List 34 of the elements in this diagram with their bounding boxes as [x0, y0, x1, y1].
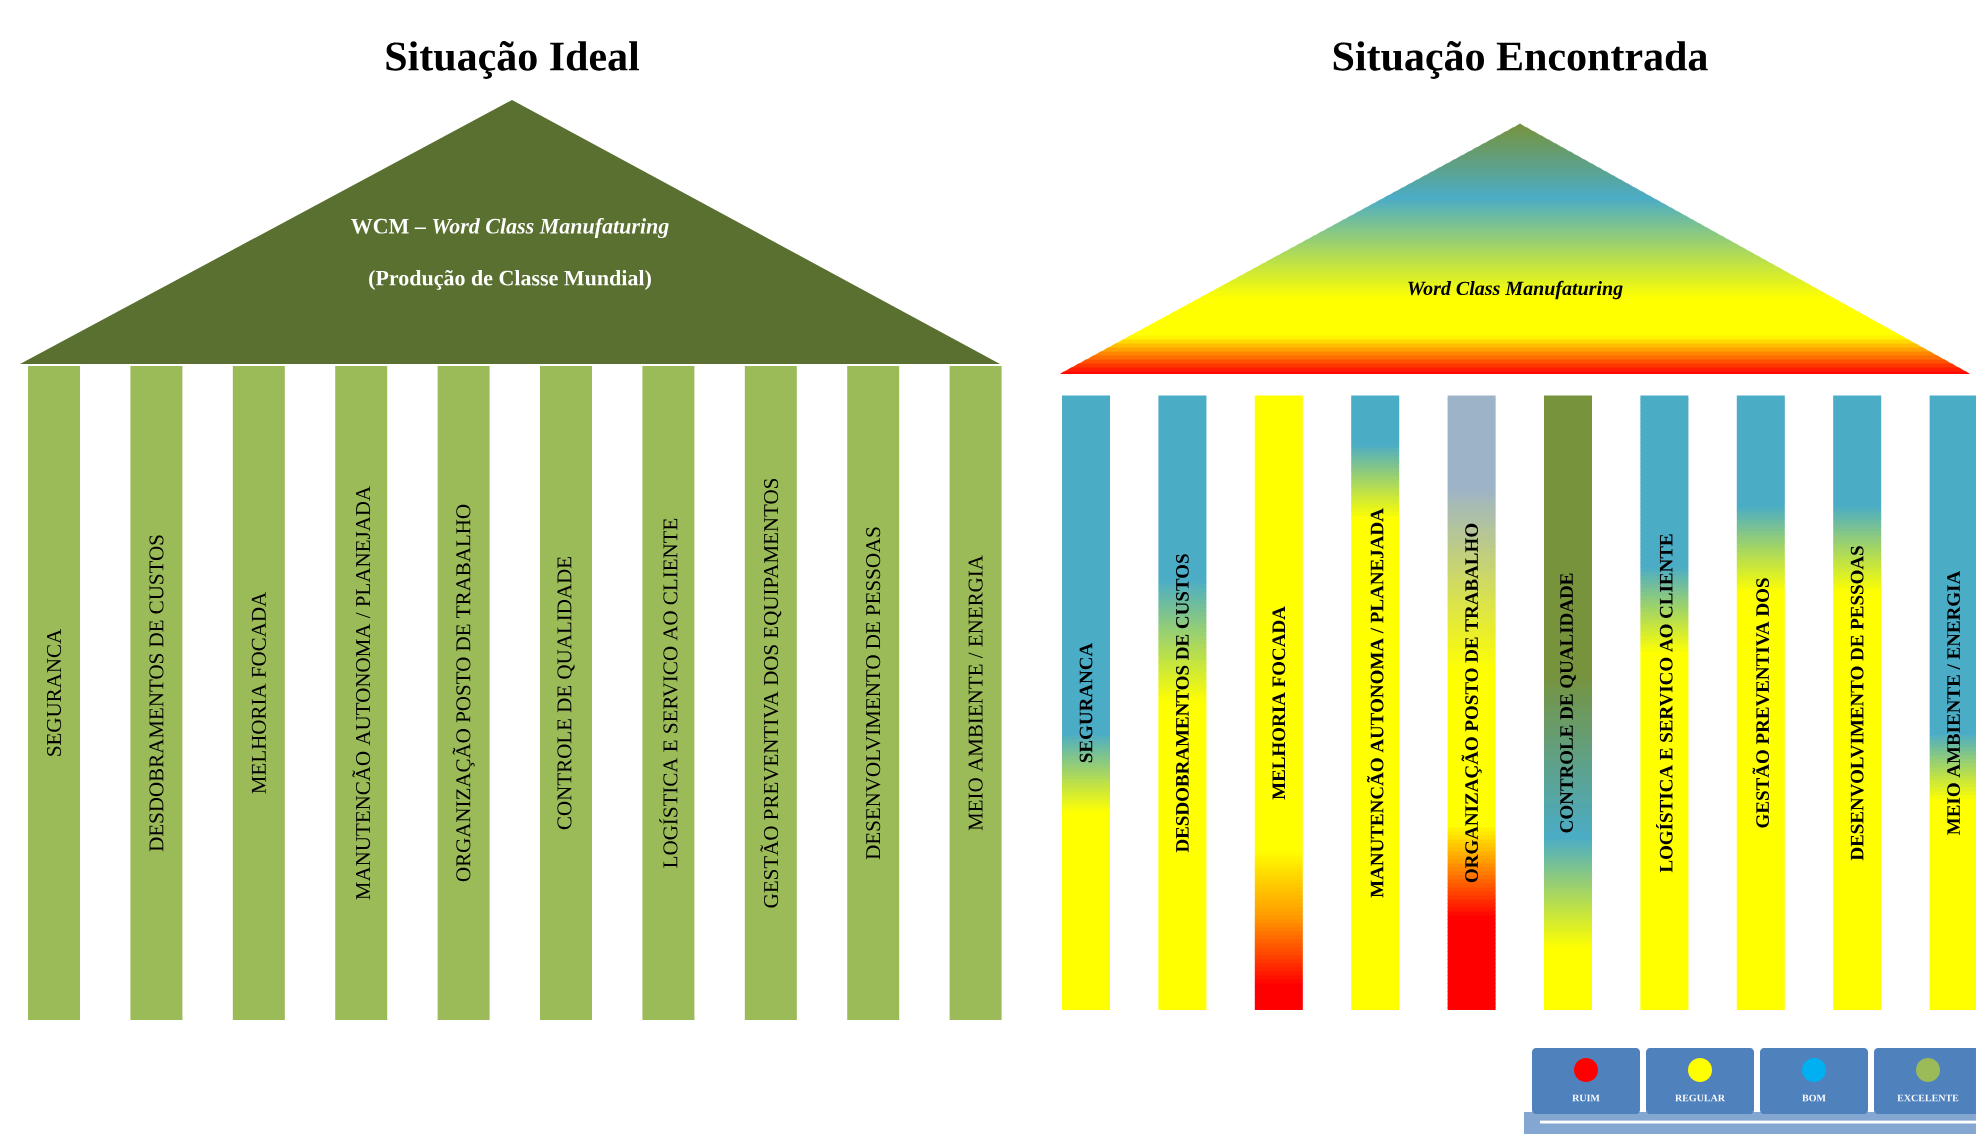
pillar: MELHORIA FOCADA: [232, 366, 285, 1020]
node-label: GESTÃO PREVENTIVA DOS: [1752, 578, 1770, 828]
node-label: MELHORIA FOCADA: [1272, 606, 1286, 800]
pillar: MANUTENCÃO AUTONOMA / PLANEJADA: [1351, 395, 1400, 1010]
pillar: DESDOBRAMENTOS DE CUSTOS: [1158, 395, 1207, 1010]
pillar: CONTROLE DE QUALIDADE: [1544, 395, 1592, 1010]
pillar: LOGÍSTICA E SERVICO AO CLIENTE: [642, 366, 695, 1020]
pillar: DESENVOLVIMENTO DE PESSOAS: [1833, 395, 1882, 1010]
pillar: ORGANIZAÇÃO POSTO DE TRABALHO: [1447, 395, 1496, 1010]
pillar: MELHORIA FOCADA: [1254, 395, 1303, 1010]
pillar: CONTROLE DE QUALIDADE: [540, 366, 592, 1020]
heading: Situação Encontrada: [1333, 41, 1708, 79]
pillar: DESENVOLVIMENTO DE PESSOAS: [847, 366, 900, 1020]
pillar: GESTÃO PREVENTIVA DOS: [1736, 395, 1785, 1010]
pillar: MEIO AMBIENTE / ENERGIA: [949, 366, 1002, 1020]
pillar: SEGURANCA: [28, 366, 80, 1020]
roof-triangle: Word Class Manufaturing: [1060, 123, 1970, 374]
node-label: LOGÍSTICA E SERVICO AO CLIENTE: [1656, 534, 1673, 873]
pillar: MEIO AMBIENTE / ENERGIA: [1929, 395, 1976, 1010]
pillar: ORGANIZAÇÃO POSTO DE TRABALHO: [437, 366, 490, 1020]
node-label: Word Class Manufaturing: [1408, 280, 1623, 300]
node-label: DESDOBRAMENTOS DE CUSTOS: [1176, 554, 1189, 853]
roof-triangle: WCM – Word Class Manufaturing (Produção de Classe Mundial): [20, 100, 1000, 364]
pillar: MANUTENCÃO AUTONOMA / PLANEJADA: [335, 366, 388, 1020]
node-label: SEGURANCA: [1079, 642, 1093, 763]
node-label: CONTROLE DE QUALIDADE: [1560, 573, 1576, 833]
pillar: DESDOBRAMENTOS DE CUSTOS: [130, 366, 183, 1020]
node-label: DESENVOLVIMENTO DE PESSOAS: [1850, 546, 1864, 861]
pillar: LOGÍSTICA E SERVICO AO CLIENTE: [1640, 395, 1689, 1010]
pillar: GESTÃO PREVENTIVA DOS EQUIPAMENTOS: [744, 366, 797, 1020]
node-label: MEIO AMBIENTE / ENERGIA: [1947, 570, 1960, 835]
node-label: ORGANIZAÇÃO POSTO DE TRABALHO: [1461, 523, 1482, 883]
pillar: SEGURANCA: [1062, 395, 1110, 1010]
node-label: MANUTENCÃO AUTONOMA / PLANEJADA: [1366, 508, 1384, 898]
